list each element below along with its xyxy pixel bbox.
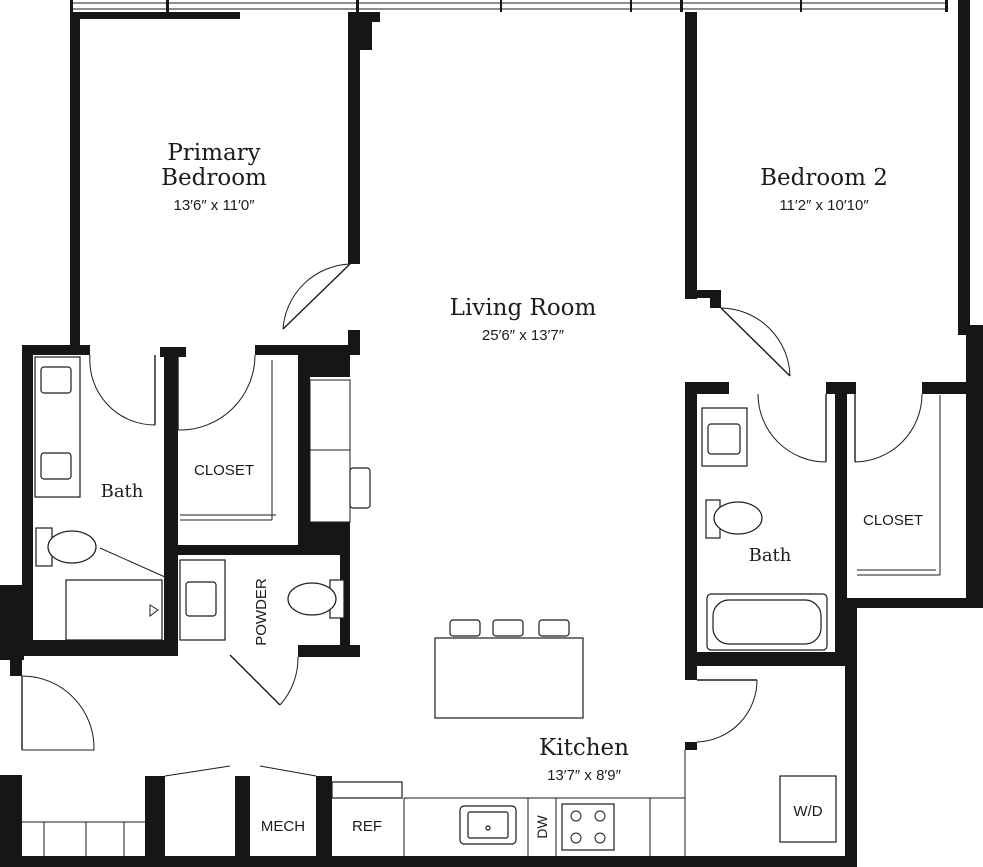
bath2-name: Bath	[749, 545, 792, 566]
fixtures	[22, 356, 837, 856]
kitchen-dims: 13′7″ x 8′9″	[547, 767, 621, 784]
closet2-label: CLOSET	[863, 512, 923, 529]
room-labels: Primary Bedroom 13′6″ x 11′0″ Bedroom 2 …	[101, 140, 923, 839]
ref-label: REF	[352, 818, 382, 835]
bath-primary-name: Bath	[101, 481, 144, 502]
bedroom2-dims: 11′2″ x 10′10″	[779, 197, 869, 214]
powder-label: POWDER	[253, 578, 270, 646]
bedroom2-name: Bedroom 2	[760, 165, 888, 191]
primary-bedroom-name-line2: Bedroom	[161, 165, 267, 191]
living-room-dims: 25′6″ x 13′7″	[482, 327, 565, 344]
primary-bedroom-name-line1: Primary	[167, 140, 260, 166]
doors	[21, 263, 923, 777]
window-strip	[70, 0, 948, 12]
mech-label: MECH	[261, 818, 305, 835]
closet-shelves	[180, 360, 941, 576]
wd-label: W/D	[793, 803, 822, 820]
primary-bedroom-dims: 13′6″ x 11′0″	[173, 197, 255, 214]
kitchen-name: Kitchen	[539, 735, 629, 761]
dw-label: DW	[534, 815, 550, 839]
closet-primary-label: CLOSET	[194, 462, 254, 479]
living-room-name: Living Room	[450, 295, 597, 321]
